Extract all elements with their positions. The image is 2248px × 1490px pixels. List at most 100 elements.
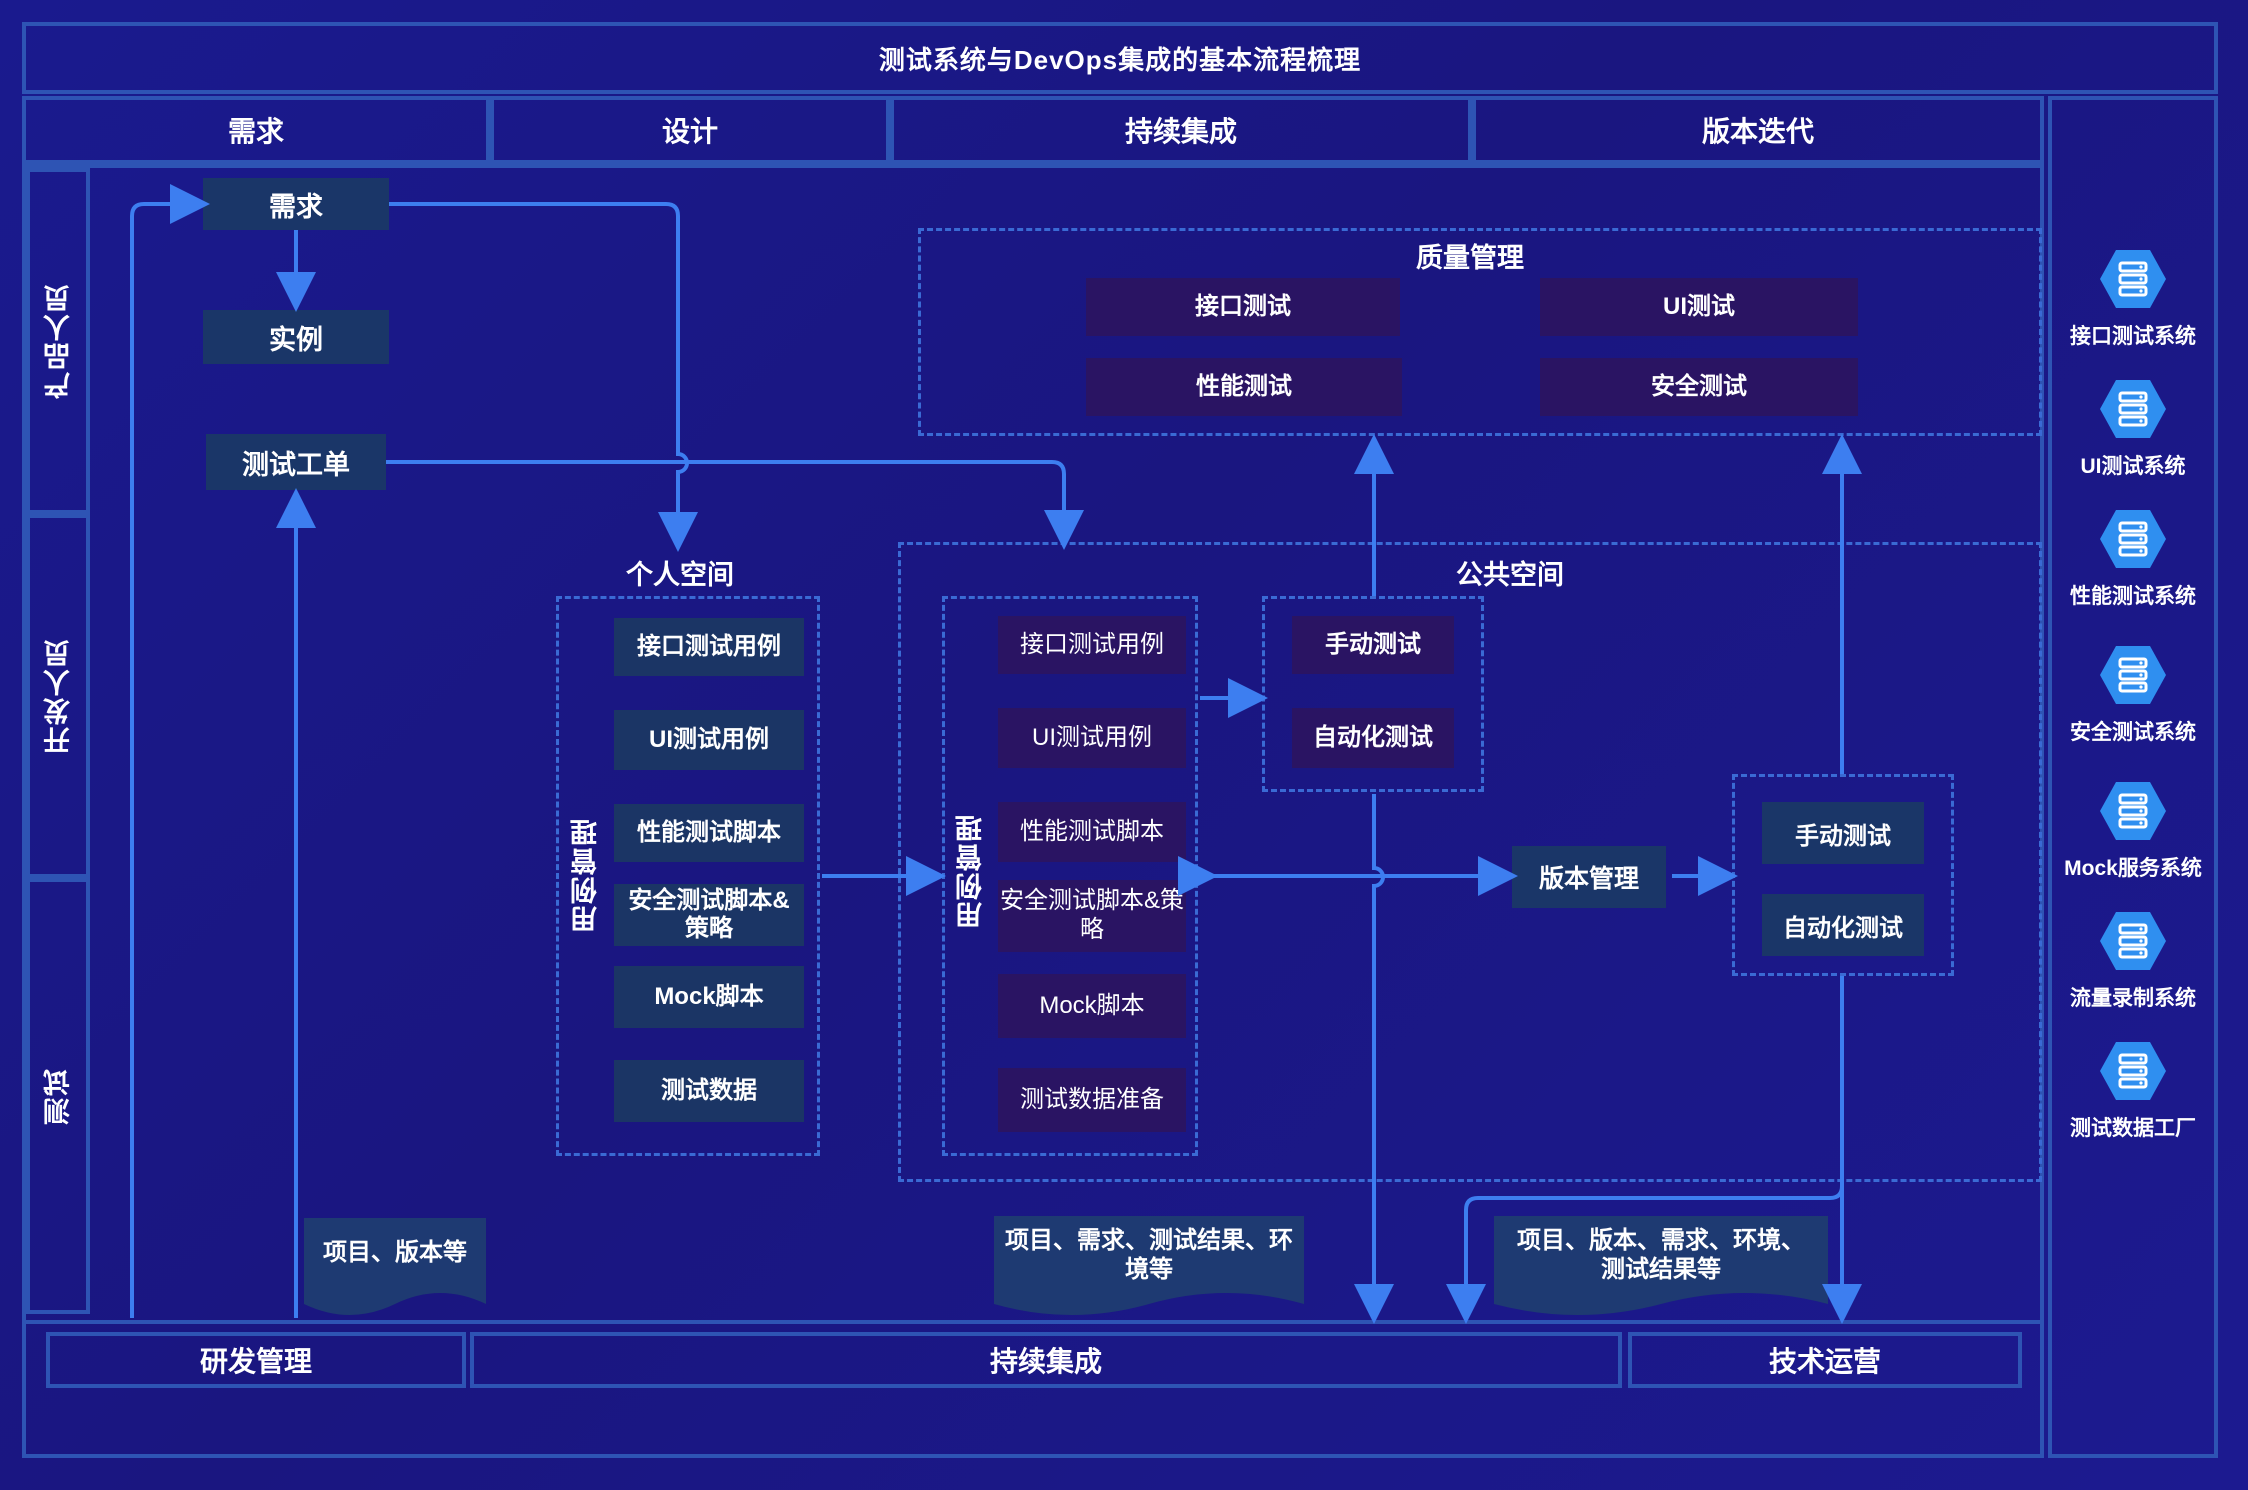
row-label-dev: 开发人员 [26,514,90,878]
row-label-product: 产品人员 [26,168,90,514]
personal-space-title: 个人空间 [600,552,760,592]
bottom-label: 持续集成 [989,1346,1102,1377]
bottom-ci: 持续集成 [470,1332,1622,1388]
personal-case-label: 接口测试用例 [637,633,781,661]
personal-case-mock[interactable]: Mock脚本 [614,966,804,1028]
quality-management-title: 质量管理 [1400,236,1540,274]
personal-case-label: Mock脚本 [654,983,764,1011]
column-header-ci: 持续集成 [890,96,1472,164]
systems-panel [2048,96,2218,1458]
demand-label: 需求 [269,191,323,222]
note-shape-1 [304,1218,486,1315]
version-management-box[interactable]: 版本管理 [1512,846,1666,908]
system-label[interactable]: 流量录制系统 [2070,987,2196,1010]
public-case-mock[interactable]: Mock脚本 [998,974,1186,1038]
personal-case-ui[interactable]: UI测试用例 [614,710,804,770]
version-management-label: 版本管理 [1538,865,1639,893]
personal-case-mgmt-label: 用例管理 [562,760,608,990]
row-label-text: 产品人员 [43,283,74,399]
public-case-mgmt-label: 用例管理 [948,756,992,986]
personal-case-data[interactable]: 测试数据 [614,1060,804,1122]
system-label[interactable]: 安全测试系统 [2070,721,2196,744]
personal-space-title-text: 个人空间 [626,559,734,590]
server-icon[interactable] [2098,1040,2168,1102]
system-label[interactable]: 测试数据工厂 [2070,1117,2196,1140]
bottom-label: 研发管理 [199,1346,312,1377]
iteration-manual-test[interactable]: 手动测试 [1762,802,1924,864]
column-header-label: 需求 [227,116,284,147]
public-case-label: 测试数据准备 [1020,1085,1164,1113]
personal-case-perf[interactable]: 性能测试脚本 [614,804,804,862]
system-label[interactable]: UI测试系统 [2080,455,2186,478]
note-text: 项目、需求、测试结果、环境等 [1005,1227,1293,1283]
personal-side-label: 用例管理 [570,817,601,933]
quality-api-test[interactable]: 接口测试 [1086,278,1400,336]
public-case-label: 安全测试脚本&策略 [999,887,1184,943]
system-label[interactable]: 性能测试系统 [2070,585,2196,608]
server-icon[interactable] [2098,508,2168,570]
column-header-design: 设计 [490,96,890,164]
exec-label: 手动测试 [1325,630,1421,658]
quality-perf-test[interactable]: 性能测试 [1086,358,1402,416]
public-case-label: 性能测试脚本 [1020,817,1164,845]
server-icon[interactable] [2098,910,2168,972]
public-case-api[interactable]: 接口测试用例 [998,616,1186,674]
test-ticket-box[interactable]: 测试工单 [206,434,386,490]
public-case-data[interactable]: 测试数据准备 [998,1068,1186,1132]
row-label-test: 测试 [26,878,90,1314]
bottom-bar [22,1320,2044,1458]
bottom-rd-management: 研发管理 [46,1332,466,1388]
row-label-text: 测试 [43,1067,74,1125]
public-space-group [898,542,2042,1182]
public-manual-test[interactable]: 手动测试 [1292,616,1454,674]
public-case-label: 接口测试用例 [1020,630,1164,658]
server-icon[interactable] [2098,248,2168,310]
server-icon[interactable] [2098,644,2168,706]
example-box[interactable]: 实例 [203,310,389,364]
diagram-title: 测试系统与DevOps集成的基本流程梳理 [878,44,1362,75]
quality-security-test[interactable]: 安全测试 [1540,358,1858,416]
personal-case-security[interactable]: 安全测试脚本&策略 [614,884,804,946]
column-header-iteration: 版本迭代 [1472,96,2044,164]
iteration-auto-test[interactable]: 自动化测试 [1762,894,1924,956]
public-space-title: 公共空间 [1430,552,1590,592]
public-case-ui[interactable]: UI测试用例 [998,708,1186,768]
system-label[interactable]: 接口测试系统 [2070,325,2196,348]
personal-case-api[interactable]: 接口测试用例 [614,618,804,676]
example-label: 实例 [269,324,323,355]
bottom-tech-ops: 技术运营 [1628,1332,2022,1388]
personal-case-label: 性能测试脚本 [637,819,781,847]
note-text: 项目、版本、需求、环境、测试结果等 [1517,1227,1805,1283]
column-header-demand: 需求 [22,96,490,164]
note-project-req-result-env: 项目、需求、测试结果、环境等 [994,1216,1304,1296]
public-case-label: Mock脚本 [1039,991,1145,1019]
server-icon[interactable] [2098,378,2168,440]
demand-box[interactable]: 需求 [203,178,389,230]
column-header-label: 设计 [661,116,718,147]
quality-ui-test[interactable]: UI测试 [1540,278,1858,336]
note-shape-2 [994,1216,1304,1315]
public-auto-test[interactable]: 自动化测试 [1292,708,1454,768]
exec-label: 手动测试 [1795,822,1891,850]
column-header-label: 持续集成 [1124,116,1237,147]
row-label-text: 开发人员 [43,638,74,754]
quality-title-text: 质量管理 [1416,242,1524,273]
note-project-version-req-env-result: 项目、版本、需求、环境、测试结果等 [1494,1216,1828,1296]
public-space-title-text: 公共空间 [1456,559,1564,590]
system-label[interactable]: Mock服务系统 [2064,857,2202,880]
quality-item-label: 接口测试 [1195,292,1291,320]
note-text: 项目、版本等 [323,1238,467,1266]
public-side-label: 用例管理 [955,813,986,929]
column-header-label: 版本迭代 [1701,116,1814,147]
bottom-label: 技术运营 [1768,1346,1881,1377]
personal-space-group [556,596,820,1156]
quality-item-label: 性能测试 [1196,372,1292,400]
public-case-perf[interactable]: 性能测试脚本 [998,802,1186,862]
public-case-security[interactable]: 安全测试脚本&策略 [998,880,1186,952]
public-case-label: UI测试用例 [1032,723,1152,751]
diagram-title-bar: 测试系统与DevOps集成的基本流程梳理 [22,22,2218,94]
note-project-version: 项目、版本等 [304,1218,486,1288]
personal-case-label: 安全测试脚本&策略 [628,887,790,942]
quality-management-group [918,228,2042,436]
server-icon[interactable] [2098,780,2168,842]
